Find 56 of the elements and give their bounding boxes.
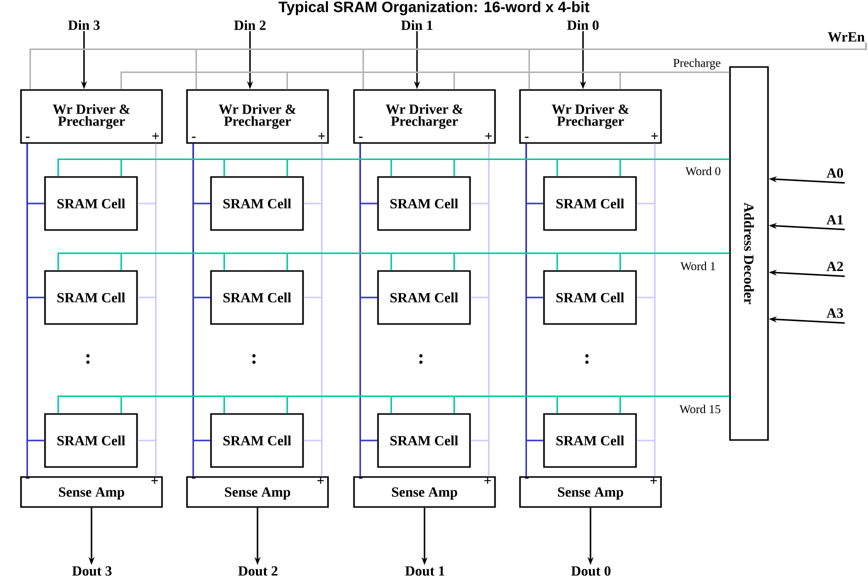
input-label: Din 3 bbox=[68, 20, 100, 30]
sram-cell-box: SRAM Cell bbox=[44, 413, 138, 468]
driver-box: Wr Driver & Precharger - + bbox=[519, 89, 662, 144]
sram-cell-box: SRAM Cell bbox=[377, 413, 471, 468]
bit-line bbox=[26, 144, 28, 476]
output-label: Dout 1 bbox=[405, 566, 444, 576]
word-line bbox=[556, 158, 730, 177]
output-label: Dout 0 bbox=[571, 566, 610, 576]
sense-amp-box: Sense Amp - + bbox=[186, 476, 329, 508]
sram-cell-box: SRAM Cell bbox=[210, 413, 304, 468]
bit-line bbox=[155, 144, 157, 476]
sense-amp-box: Sense Amp - + bbox=[20, 476, 163, 508]
word-line-label: Word 15 bbox=[679, 404, 720, 414]
input-label: Din 0 bbox=[567, 20, 599, 30]
sram-cell-box: SRAM Cell bbox=[210, 270, 304, 325]
bit-line bbox=[321, 144, 323, 476]
address-label: A1 bbox=[826, 215, 843, 224]
bit-line bbox=[525, 144, 527, 476]
bit-line bbox=[488, 144, 490, 476]
sense-amp-box: Sense Amp - + bbox=[353, 476, 496, 508]
bit-line bbox=[359, 144, 361, 476]
title: Typical SRAM Organization: 16-word x 4-bit bbox=[278, 1, 590, 16]
sram-cell-box: SRAM Cell bbox=[377, 176, 471, 231]
word-line bbox=[556, 252, 730, 271]
driver-box: Wr Driver & Precharger - + bbox=[20, 89, 163, 144]
driver-box: Wr Driver & Precharger - + bbox=[353, 89, 496, 144]
sram-cell-box: SRAM Cell bbox=[543, 270, 637, 325]
bit-line bbox=[192, 144, 194, 476]
output-label: Dout 3 bbox=[72, 566, 112, 576]
address-label: A0 bbox=[826, 168, 843, 178]
sram-cell-box: SRAM Cell bbox=[44, 270, 138, 325]
word-line-label: Word 1 bbox=[680, 262, 716, 270]
address-label: A2 bbox=[826, 262, 843, 272]
decoder-box: Address Decoder bbox=[729, 66, 769, 441]
input-label: Din 2 bbox=[234, 20, 266, 30]
sense-amp-box: Sense Amp - + bbox=[519, 476, 662, 508]
vertical-ellipsis: : bbox=[585, 354, 589, 364]
sram-cell-box: SRAM Cell bbox=[543, 413, 637, 468]
driver-box: Wr Driver & Precharger - + bbox=[186, 89, 329, 144]
control-line bbox=[619, 71, 730, 90]
sram-cell-box: SRAM Cell bbox=[543, 176, 637, 231]
address-label: A3 bbox=[826, 308, 844, 318]
vertical-ellipsis: : bbox=[419, 354, 423, 364]
sram-cell-box: SRAM Cell bbox=[210, 176, 304, 231]
bit-line bbox=[654, 144, 656, 476]
signal-label: WrEn bbox=[828, 32, 865, 42]
sram-cell-box: SRAM Cell bbox=[377, 270, 471, 325]
vertical-ellipsis: : bbox=[86, 354, 90, 364]
word-line-label: Word 0 bbox=[685, 166, 720, 176]
vertical-ellipsis: : bbox=[252, 354, 256, 364]
word-line bbox=[556, 395, 730, 414]
sram-cell-box: SRAM Cell bbox=[44, 176, 138, 231]
signal-label: Precharge bbox=[673, 58, 720, 70]
output-label: Dout 2 bbox=[238, 566, 278, 576]
control-line bbox=[528, 42, 867, 90]
input-label: Din 1 bbox=[401, 20, 432, 30]
